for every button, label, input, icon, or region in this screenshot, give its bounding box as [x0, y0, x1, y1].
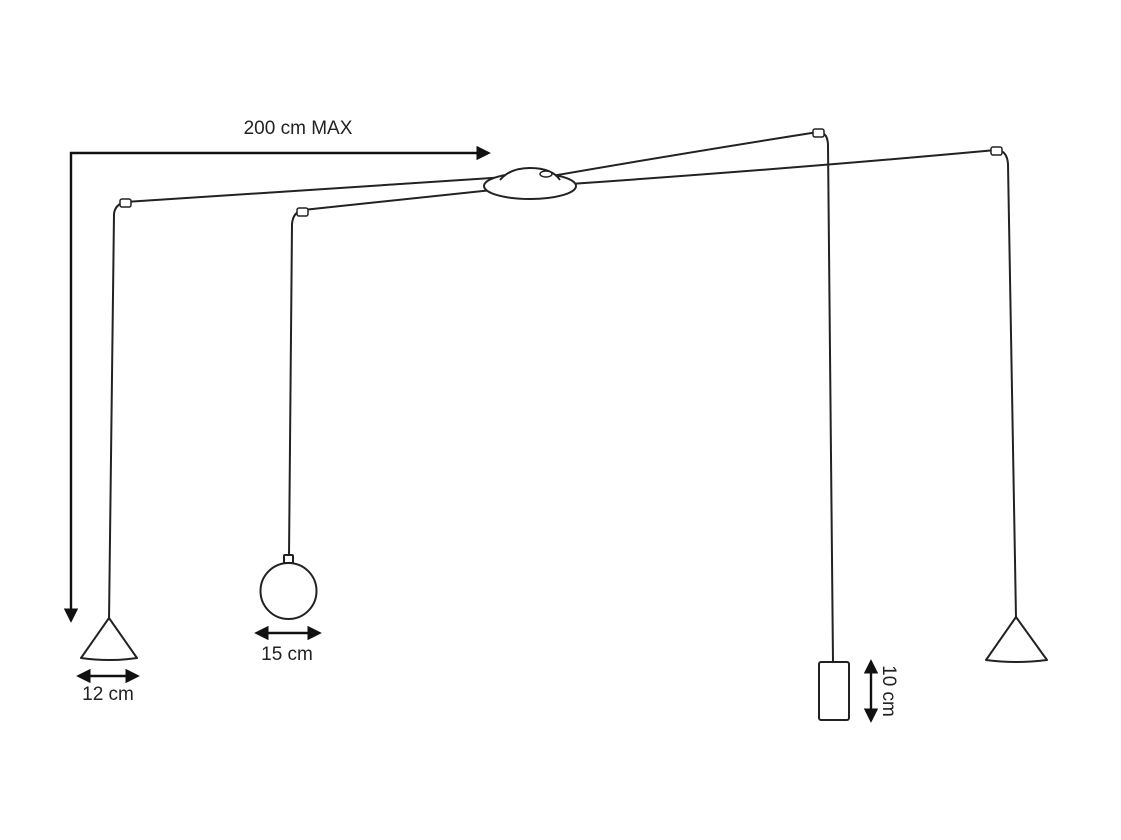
cylinder-pendant — [818, 661, 850, 721]
hook-left-cone — [119, 198, 132, 208]
cable-globe — [288, 184, 541, 557]
cables — [108, 131, 1017, 663]
ceiling-canopy — [483, 167, 577, 200]
hook-right-cone — [990, 146, 1003, 156]
cable-cylinder — [539, 131, 834, 663]
globe-pendant — [259, 554, 318, 620]
max-length-dimension — [63, 145, 491, 623]
max-length-label: 200 cm MAX — [244, 118, 353, 139]
hook-cylinder — [812, 128, 825, 138]
globe-width-label: 15 cm — [261, 644, 313, 665]
cone-pendant-right — [985, 616, 1048, 663]
cone-width-label: 12 cm — [82, 684, 134, 705]
ceiling-hooks — [119, 128, 1003, 217]
cable-left-cone — [108, 175, 523, 621]
hook-globe — [296, 207, 309, 217]
cable-right-cone — [569, 149, 1017, 619]
cone-pendant-left — [80, 617, 138, 661]
cylinder-height-label: 10 cm — [878, 665, 899, 717]
